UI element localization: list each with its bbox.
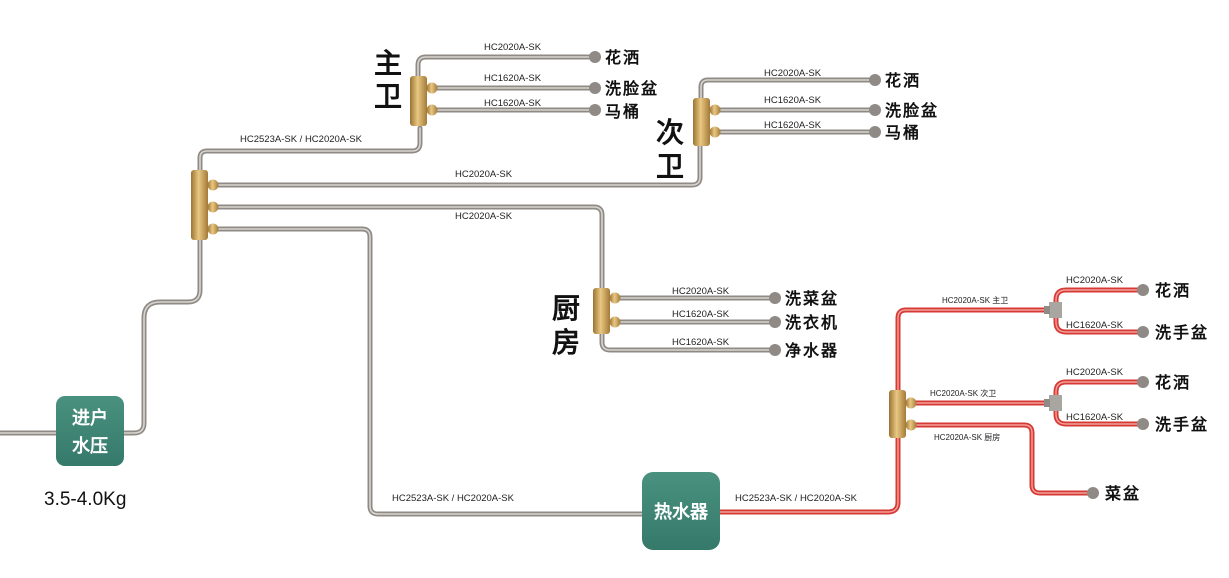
spec-heater-out: HC2523A-SK / HC2020A-SK xyxy=(735,493,858,504)
room-label-master-1: 主 xyxy=(374,47,402,80)
fixture-hot-second-basin: 洗手盆 xyxy=(1155,415,1209,434)
inlet-label-line2: 水压 xyxy=(72,435,108,457)
cold-pipe-riser xyxy=(121,235,203,436)
spec-to-kitchen: HC2020A-SK xyxy=(455,211,513,222)
spec-hot-second-basin: HC1620A-SK xyxy=(1066,412,1124,423)
spec-kitchen-sink: HC2020A-SK xyxy=(672,286,730,297)
cold-pipes xyxy=(0,54,875,517)
water-heater-label: 热水器 xyxy=(654,501,709,523)
fixture-endpoints xyxy=(589,51,1149,499)
spec-master-toilet: HC1620A-SK xyxy=(484,98,542,109)
manifold-main xyxy=(191,170,219,240)
tee-connectors xyxy=(1044,302,1062,411)
water-heater-box: 热水器 xyxy=(642,472,720,550)
hot-pipes xyxy=(717,287,1143,515)
spec-second-toilet: HC1620A-SK xyxy=(764,120,822,131)
spec-hot-to-second: HC2020A-SK 次卫 xyxy=(930,388,996,398)
fixture-kitchen-washer: 洗衣机 xyxy=(785,313,839,332)
spec-to-master: HC2523A-SK / HC2020A-SK xyxy=(240,134,363,145)
spec-to-heater: HC2523A-SK / HC2020A-SK xyxy=(392,493,515,504)
room-label-second-2: 卫 xyxy=(656,150,684,183)
inlet-pressure: 3.5-4.0Kg xyxy=(44,489,126,510)
inlet-label-line1: 进户 xyxy=(72,407,108,429)
fixture-second-basin: 洗脸盆 xyxy=(885,101,939,120)
cold-pipe-to-heater xyxy=(212,226,647,517)
fixture-master-basin: 洗脸盆 xyxy=(605,79,659,98)
spec-kitchen-washer: HC1620A-SK xyxy=(672,309,730,320)
cold-pipe-to-kitchen xyxy=(212,204,605,293)
spec-hot-to-master: HC2020A-SK 主卫 xyxy=(942,295,1008,305)
room-label-kitchen-1: 厨 xyxy=(552,292,580,325)
manifold-hot xyxy=(889,390,917,438)
spec-hot-master-basin: HC1620A-SK xyxy=(1066,320,1124,331)
fixture-kitchen-purifier: 净水器 xyxy=(785,341,839,360)
manifold-second-bath xyxy=(693,98,721,146)
inlet-box: 进户 水压 xyxy=(56,396,124,466)
fixture-hot-kitchen-sink: 菜盆 xyxy=(1104,484,1141,503)
spec-second-shower: HC2020A-SK xyxy=(764,68,822,79)
fixture-second-toilet: 马桶 xyxy=(885,123,921,142)
fixture-kitchen-sink: 洗菜盆 xyxy=(785,289,839,308)
fixture-hot-master-shower: 花洒 xyxy=(1155,281,1191,300)
spec-hot-to-kitchen: HC2020A-SK 厨房 xyxy=(934,432,1000,442)
spec-hot-master-shower: HC2020A-SK xyxy=(1066,275,1124,286)
room-label-master-2: 卫 xyxy=(374,80,402,113)
spec-kitchen-purifier: HC1620A-SK xyxy=(672,337,730,348)
room-label-second-1: 次 xyxy=(656,116,684,149)
spec-master-shower: HC2020A-SK xyxy=(484,42,542,53)
fixture-second-shower: 花洒 xyxy=(885,71,921,90)
fixture-master-toilet: 马桶 xyxy=(605,102,641,121)
room-label-kitchen-2: 房 xyxy=(552,326,580,359)
spec-hot-second-shower: HC2020A-SK xyxy=(1066,367,1124,378)
manifold-master-bath xyxy=(410,76,438,126)
fixture-hot-second-shower: 花洒 xyxy=(1155,373,1191,392)
spec-to-second: HC2020A-SK xyxy=(455,169,513,180)
manifold-kitchen xyxy=(593,288,621,334)
fixture-hot-master-basin: 洗手盆 xyxy=(1155,323,1209,342)
spec-master-basin: HC1620A-SK xyxy=(484,73,542,84)
spec-second-basin: HC1620A-SK xyxy=(764,95,822,106)
fixture-master-shower: 花洒 xyxy=(605,48,641,67)
